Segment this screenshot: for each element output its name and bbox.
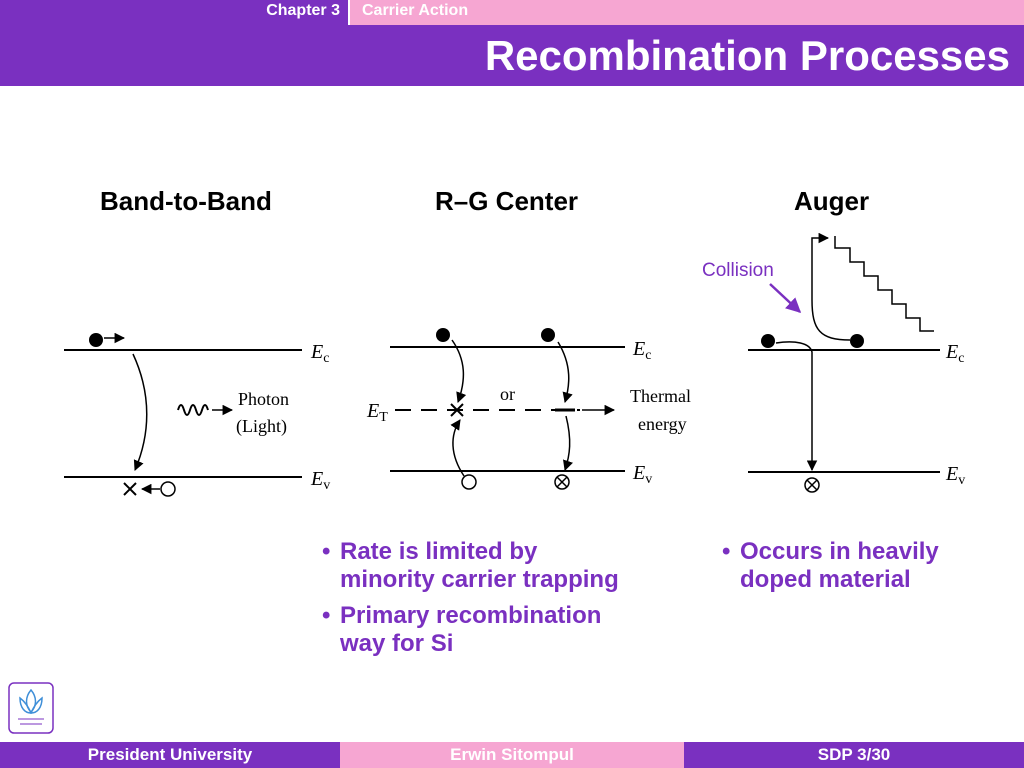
column-title-auger: Auger [794,186,870,216]
ec-label: Ec [310,341,329,366]
rg-center-diagram: or Thermal energy Ec ET Ev [366,328,691,490]
footer-author: Erwin Sitompul [340,742,684,768]
recombination-arrow-icon [132,353,148,471]
section-tab: Carrier Action [350,0,1024,25]
recombination-diagram: Photon (Light) Ec Ev or Thermal energy E… [64,232,965,497]
collision-label: Collision [702,260,774,281]
thermalization-steps-icon [834,236,934,332]
column-title-rg-center: R–G Center [435,186,579,216]
emission-arrow-icon [563,415,573,471]
recombined-hole-icon [804,477,820,493]
electron-icon [89,333,103,347]
energy-label: energy [638,414,687,434]
band-to-band-diagram: Photon (Light) Ec Ev [64,332,330,497]
hole-icon [160,481,176,497]
section-label: Carrier Action [362,2,469,19]
auger-diagram: Collision Ec Ev [702,232,965,493]
footer-page-number: SDP 3/30 [684,742,1024,768]
ev-label: Ev [632,462,652,487]
capture-arrow-icon [557,341,573,404]
footer-university: President University [0,742,340,768]
electron-icon [436,328,450,342]
ev-label: Ev [945,463,965,488]
chapter-label: Chapter 3 [266,2,340,19]
slide-title: Recombination Processes [484,32,1010,79]
hole-capture-arrow-icon [450,419,465,477]
photon-label: Photon [238,389,289,409]
or-label: or [500,384,515,404]
recombined-hole-icon [554,474,570,490]
electron-icon [541,328,555,342]
chapter-tab: Chapter 3 [0,0,350,25]
recombined-cross-icon [806,479,818,491]
electron-icon [761,334,775,348]
recombination-arrow-icon [775,341,818,472]
trap-cross-icon [450,403,464,417]
light-label: (Light) [236,416,287,437]
thermal-label: Thermal [630,386,691,406]
et-label: ET [366,400,388,425]
recombined-cross-icon [556,476,568,488]
ec-label: Ec [632,338,651,363]
hole-icon [461,474,477,490]
collision-arrow-icon [769,283,802,314]
university-logo [8,682,54,734]
footer-bar: President University Erwin Sitompul SDP … [0,742,1024,768]
column-title-band-to-band: Band-to-Band [100,186,272,216]
electron-icon [850,334,864,348]
energized-electron-arrow-icon [811,232,851,341]
ev-label: Ev [310,468,330,493]
ec-label: Ec [945,341,964,366]
recombination-cross-icon [123,482,137,496]
photon-wave-icon [177,404,209,416]
capture-arrow-icon [451,339,467,403]
